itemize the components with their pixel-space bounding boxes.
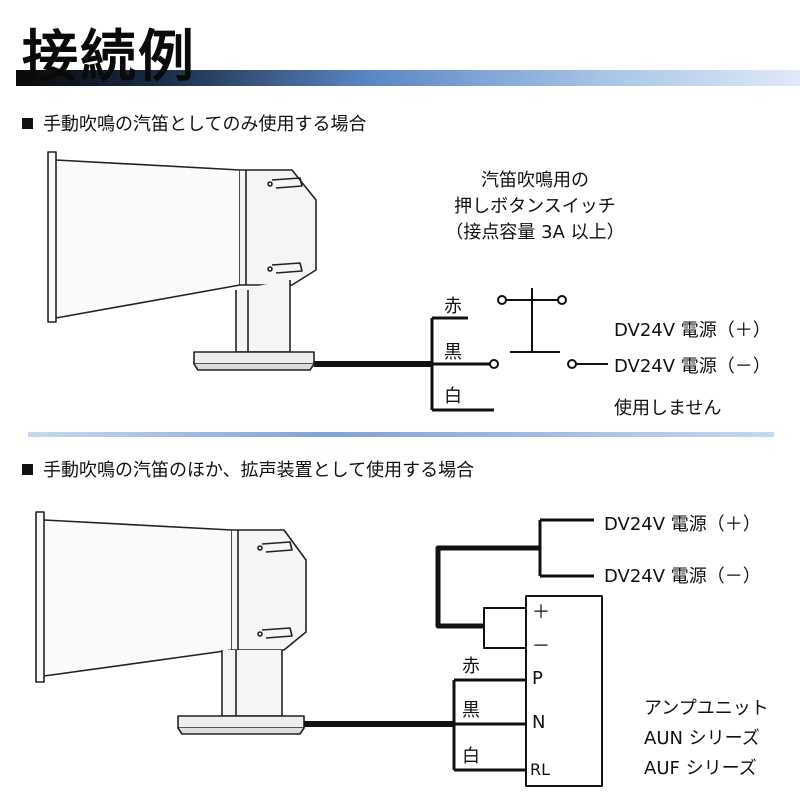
- section1-heading: 手動吹鳴の汽笛としてのみ使用する場合: [22, 110, 366, 136]
- amp-label-line1: アンプユニット: [644, 698, 769, 719]
- switch-label-line1: 汽笛吹鳴用の: [481, 170, 589, 191]
- wire-black-label-1: 黒: [444, 342, 462, 363]
- wire-white-label-1: 白: [444, 386, 462, 407]
- amp-label-line3: AUF シリーズ: [644, 758, 757, 779]
- wire-branch-2: [452, 678, 526, 772]
- amp-label-line2: AUN シリーズ: [644, 728, 760, 749]
- title-underline-bar: [16, 70, 800, 86]
- wire-white-label-2: 白: [462, 746, 480, 767]
- section1-heading-text: 手動吹鳴の汽笛としてのみ使用する場合: [43, 114, 367, 135]
- terminal-plus: ＋: [532, 602, 550, 623]
- switch-label-line2: 押しボタンスイッチ: [454, 196, 616, 217]
- power-plus-label-2: DV24V 電源（＋）: [604, 514, 761, 535]
- horn-speaker-1: [47, 151, 317, 371]
- square-bullet-icon: [22, 464, 33, 475]
- wire-branch-1: [430, 316, 494, 412]
- wire-red-label-2: 赤: [462, 656, 480, 677]
- horn-speaker-2: [35, 511, 307, 735]
- section2-heading-text: 手動吹鳴の汽笛のほか、拡声装置として使用する場合: [43, 460, 475, 481]
- page-title: 接続例: [22, 25, 196, 90]
- power-connector: [483, 607, 527, 649]
- power-minus-label-1: DV24V 電源（－）: [614, 356, 771, 377]
- wire-black-label-2: 黒: [462, 700, 480, 721]
- power-plus-label-1: DV24V 電源（＋）: [614, 320, 771, 341]
- terminal-rl: RL: [530, 760, 551, 779]
- amp-unit-box: [525, 595, 603, 787]
- switch-label-line3: （接点容量 3A 以上）: [445, 222, 625, 243]
- terminal-minus: －: [532, 636, 550, 657]
- title-area: 接続例: [0, 0, 800, 100]
- push-button-switch: [489, 288, 608, 369]
- section-divider: [28, 432, 774, 437]
- wire-red-label-1: 赤: [444, 296, 462, 317]
- unused-label: 使用しません: [614, 398, 722, 419]
- square-bullet-icon: [22, 118, 33, 129]
- terminal-n: N: [532, 712, 546, 733]
- power-wiring-2: [435, 545, 540, 629]
- power-minus-label-2: DV24V 電源（－）: [604, 566, 761, 587]
- terminal-p: P: [532, 668, 543, 689]
- section2-heading: 手動吹鳴の汽笛のほか、拡声装置として使用する場合: [22, 456, 474, 482]
